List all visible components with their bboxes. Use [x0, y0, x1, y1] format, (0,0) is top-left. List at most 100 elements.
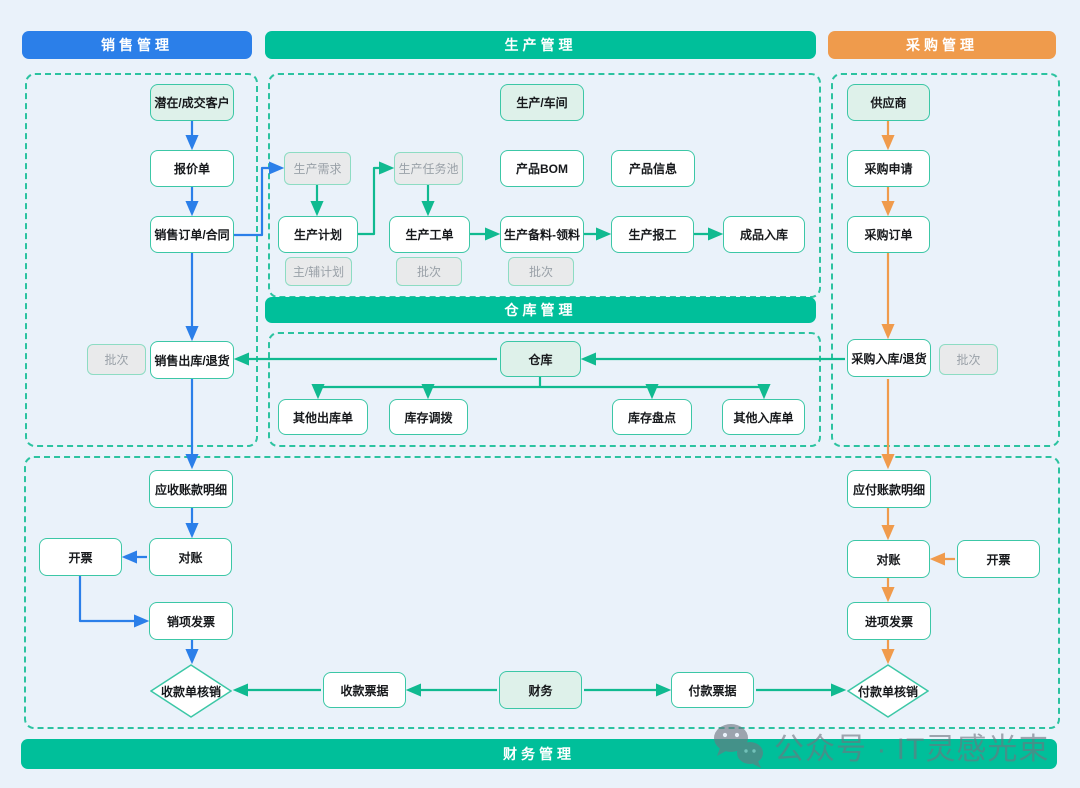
- node-inv-transfer: 库存调拨: [389, 399, 468, 435]
- node-product-info: 产品信息: [611, 150, 695, 187]
- node-receipt-verify: 收款单核销: [150, 664, 232, 718]
- node-sales-order: 销售订单/合同: [150, 216, 234, 253]
- node-label: 供应商: [870, 96, 907, 110]
- node-customer: 潜在/成交客户: [150, 84, 234, 121]
- node-label: 生产/车间: [516, 96, 568, 110]
- node-label: 销售订单/合同: [154, 228, 230, 242]
- node-ap-detail: 应付账款明细: [847, 470, 931, 508]
- node-purchase-inbound: 采购入库/退货: [847, 339, 931, 377]
- sales-section-container: [25, 73, 258, 447]
- node-other-outbound: 其他出库单: [278, 399, 368, 435]
- node-label: 应收账款明细: [154, 482, 227, 497]
- node-prod-task-pool: 生产任务池: [394, 152, 463, 185]
- node-wo-batch: 批次: [396, 257, 462, 286]
- node-label: 对账: [876, 552, 901, 567]
- node-finance: 财务: [499, 671, 582, 709]
- connector-3: [234, 161, 285, 237]
- node-label: 采购入库/退货: [851, 351, 927, 366]
- finance-section-container: [24, 456, 1060, 729]
- node-label: 批次: [416, 265, 441, 279]
- node-prod-plan: 生产计划: [278, 216, 358, 253]
- node-sales-invoice: 销项发票: [149, 602, 233, 640]
- purchase-lane-label: 采购管理: [906, 37, 978, 53]
- node-label: 仓库: [528, 352, 553, 367]
- node-recon-left: 对账: [149, 538, 232, 576]
- node-label: 生产备料-领料: [504, 228, 580, 242]
- node-label: 付款单核销: [857, 684, 918, 699]
- node-label: 报价单: [173, 162, 210, 176]
- node-label: 库存调拨: [404, 410, 453, 425]
- node-ar-detail: 应收账款明细: [149, 470, 233, 508]
- warehouse-lane-label: 仓库管理: [504, 302, 577, 318]
- node-label: 成品入库: [739, 228, 788, 242]
- node-label: 批次: [528, 265, 553, 279]
- node-label: 采购申请: [864, 162, 913, 176]
- node-inv-count: 库存盘点: [612, 399, 692, 435]
- node-label: 销售出库/退货: [154, 353, 230, 368]
- node-other-inbound: 其他入库单: [722, 399, 805, 435]
- node-receipt-doc: 收款票据: [323, 672, 406, 708]
- node-prod-work-order: 生产工单: [389, 216, 470, 253]
- purchase-lane: 采购管理: [828, 31, 1056, 59]
- node-invoice-left: 开票: [39, 538, 122, 576]
- node-label: 产品信息: [628, 162, 677, 176]
- node-prepare-batch: 批次: [508, 257, 574, 286]
- node-payment-doc: 付款票据: [671, 672, 754, 708]
- watermark-text: 公众号 · IT灵感光束: [774, 733, 1050, 766]
- node-label: 生产任务池: [398, 162, 459, 176]
- purchase-section-container: [831, 73, 1060, 447]
- node-workshop: 生产/车间: [500, 84, 584, 121]
- diamond-shape: [847, 664, 929, 718]
- diamond-shape: [150, 664, 232, 718]
- node-label: 生产计划: [293, 228, 342, 242]
- finance-lane: 财务管理: [21, 739, 1057, 769]
- node-label: 其他出库单: [292, 410, 353, 425]
- node-label: 其他入库单: [733, 410, 794, 425]
- wechat-icon: [714, 724, 763, 768]
- connector-7: [78, 576, 150, 628]
- node-purchase-batch: 批次: [939, 344, 998, 375]
- node-label: 主/辅计划: [292, 265, 345, 279]
- node-sales-outbound: 销售出库/退货: [150, 341, 234, 379]
- node-recon-right: 对账: [847, 540, 930, 578]
- node-label: 采购订单: [864, 228, 913, 242]
- node-label: 开票: [68, 550, 93, 565]
- node-label: 付款票据: [688, 683, 737, 698]
- node-label: 生产工单: [405, 228, 454, 242]
- node-prod-prepare: 生产备料-领料: [500, 216, 584, 253]
- node-label: 财务: [528, 683, 553, 698]
- node-label: 收款票据: [340, 683, 389, 698]
- node-label: 收款单核销: [160, 684, 221, 699]
- node-quotation: 报价单: [150, 150, 234, 187]
- connector-10: [358, 161, 395, 236]
- node-label: 进项发票: [864, 614, 913, 629]
- sales-lane-label: 销售管理: [101, 37, 173, 53]
- node-main-aux-plan: 主/辅计划: [285, 257, 352, 286]
- node-purchase-request: 采购申请: [847, 150, 930, 187]
- sales-lane: 销售管理: [22, 31, 252, 59]
- finance-lane-label: 财务管理: [503, 746, 575, 762]
- warehouse-lane: 仓库管理: [265, 297, 816, 323]
- node-warehouse: 仓库: [500, 341, 581, 377]
- node-label: 产品BOM: [516, 162, 568, 176]
- node-label: 应付账款明细: [852, 482, 925, 497]
- node-prod-demand: 生产需求: [284, 152, 351, 185]
- node-label: 对账: [178, 550, 203, 565]
- node-prod-report: 生产报工: [611, 216, 694, 253]
- node-label: 开票: [986, 552, 1011, 567]
- node-input-invoice: 进项发票: [847, 602, 931, 640]
- node-label: 销项发票: [166, 614, 215, 629]
- warehouse-section-container: [268, 332, 821, 447]
- node-supplier: 供应商: [847, 84, 930, 121]
- node-product-bom: 产品BOM: [500, 150, 584, 187]
- node-payment-verify: 付款单核销: [847, 664, 929, 718]
- node-label: 生产需求: [293, 162, 342, 176]
- production-lane-label: 生产管理: [504, 37, 577, 53]
- node-label: 批次: [104, 353, 129, 367]
- production-lane: 生产管理: [265, 31, 816, 59]
- node-label: 库存盘点: [627, 410, 676, 425]
- node-label: 批次: [956, 353, 981, 367]
- node-label: 生产报工: [628, 228, 677, 242]
